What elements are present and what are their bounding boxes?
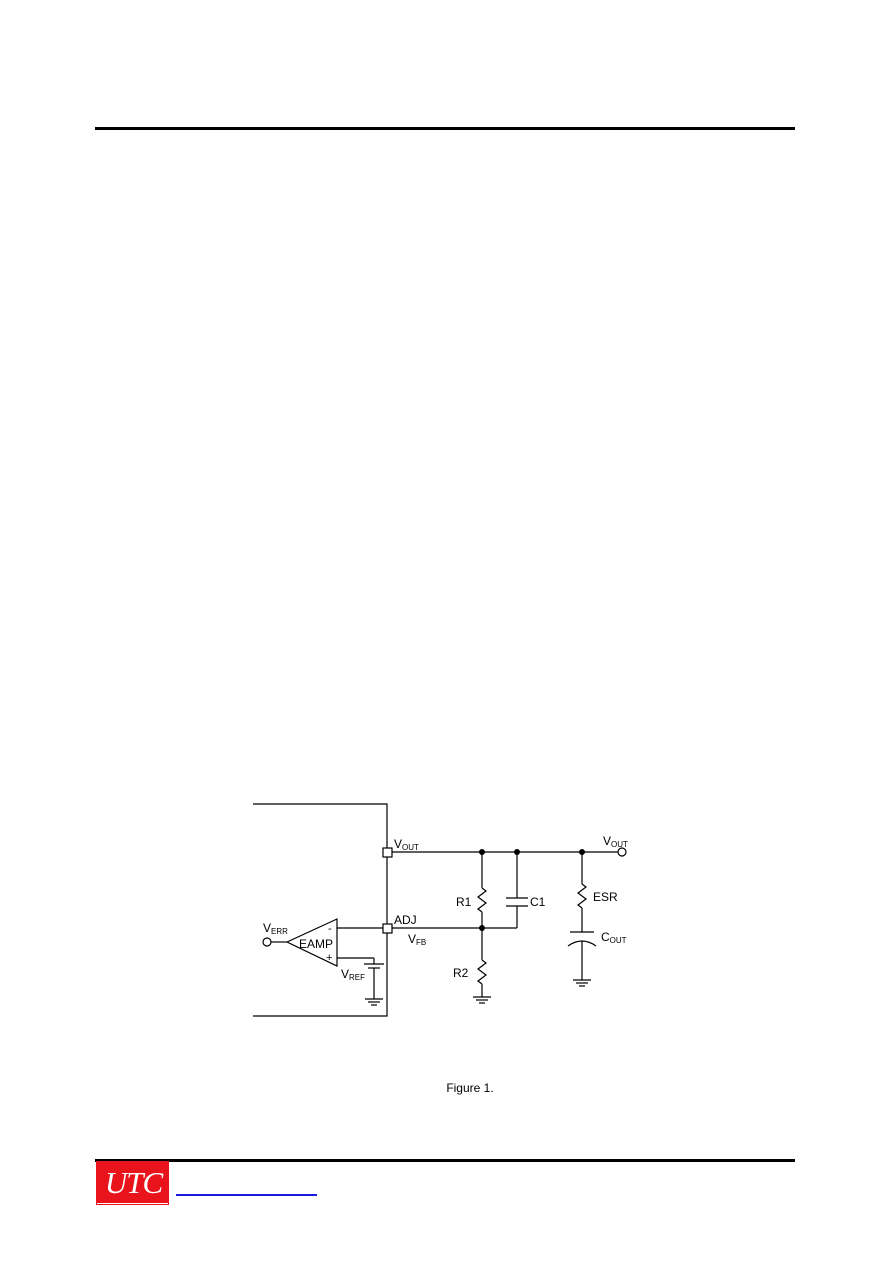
r1-resistor <box>477 887 487 913</box>
r1-label: R1 <box>456 895 472 909</box>
vout-pin <box>382 847 393 858</box>
eamp-triangle <box>285 918 338 967</box>
verr-terminal <box>262 937 272 947</box>
header-rule <box>95 127 795 130</box>
adj-pin <box>382 923 393 934</box>
r2-resistor <box>477 959 487 985</box>
esr-resistor <box>577 883 587 909</box>
figure-caption-text: Figure 1. <box>446 1081 494 1095</box>
c1-label: C1 <box>530 895 546 909</box>
eamp-plus-label: + <box>326 952 332 964</box>
verr-label: VERR <box>263 921 288 936</box>
vfb-label: VFB <box>408 932 426 947</box>
footer-link-underline[interactable] <box>176 1194 317 1196</box>
vout-pin-label: VOUT <box>394 837 419 852</box>
utc-logo-underline <box>97 1203 168 1204</box>
vout-node-label: VOUT <box>603 834 628 849</box>
vref-label: VREF <box>341 967 365 982</box>
eamp-label: EAMP <box>299 937 333 951</box>
utc-logo: UTC <box>96 1161 169 1205</box>
figure-caption: Figure 1. <box>0 1081 892 1095</box>
cout-label: COUT <box>601 930 627 945</box>
r2-label: R2 <box>453 966 469 980</box>
footer-rule <box>95 1159 795 1162</box>
vout-terminal <box>617 847 627 857</box>
ic-outline <box>253 803 388 1017</box>
utc-logo-text: UTC <box>104 1165 163 1200</box>
eamp-minus-label: - <box>328 923 332 935</box>
esr-label: ESR <box>593 890 618 904</box>
adj-label: ADJ <box>394 913 417 927</box>
